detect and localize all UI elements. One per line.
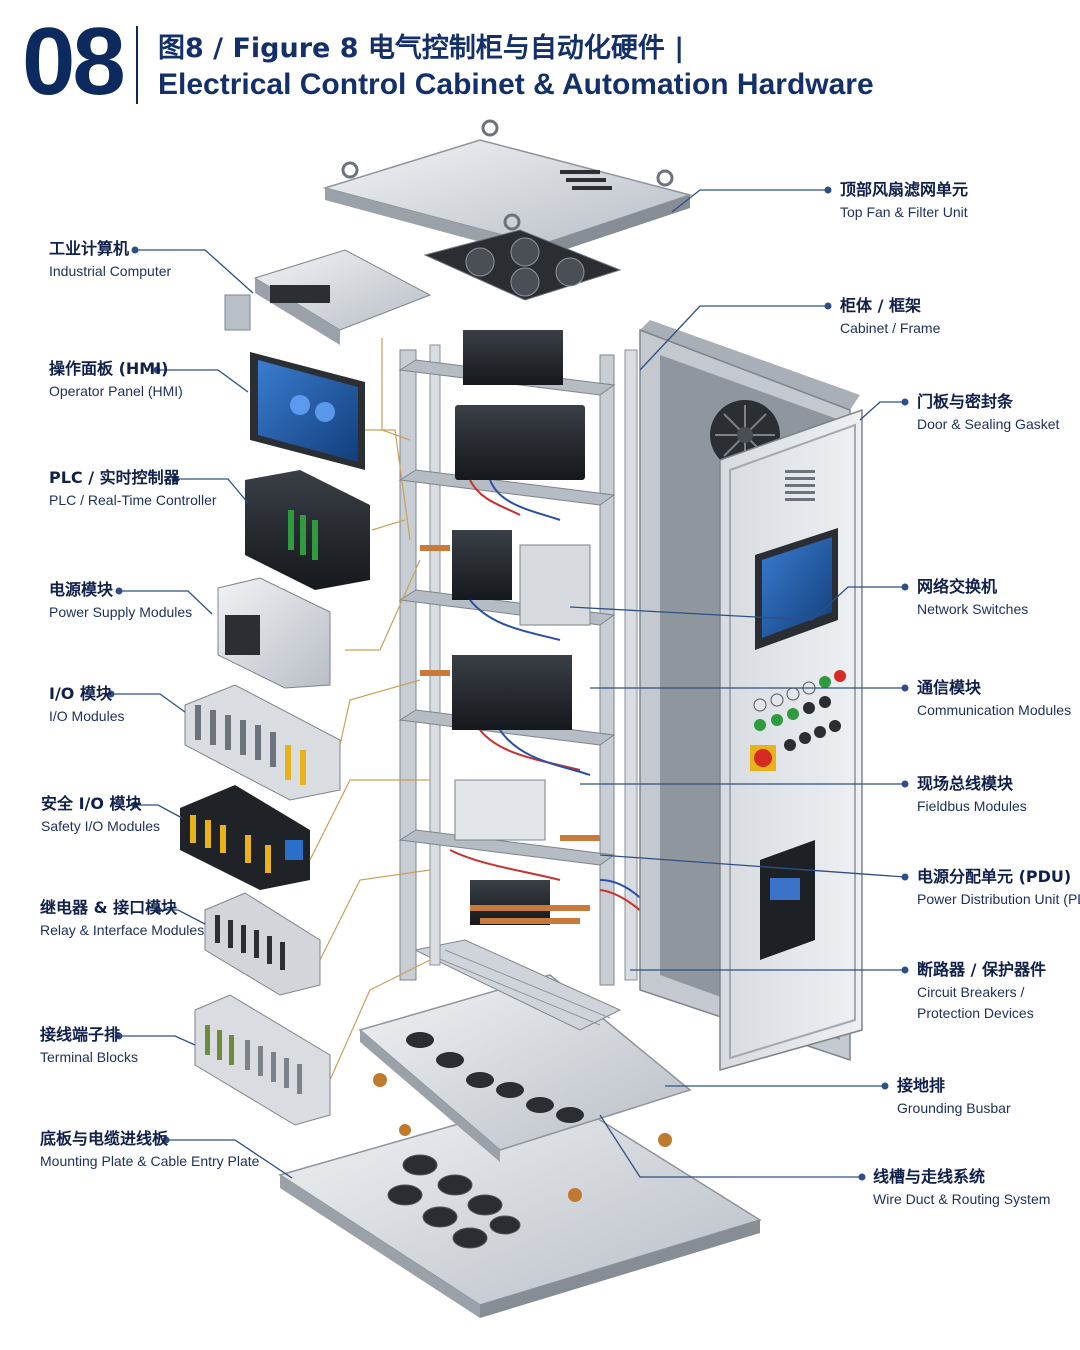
label-pdu-en: Power Distribution Unit (PDU) [917,891,1080,907]
label-industrial-computer-en: Industrial Computer [49,263,172,279]
figure-number: 08 [22,8,126,115]
label-mounting-plate-en: Mounting Plate & Cable Entry Plate [40,1153,260,1169]
leader-lines-left [111,249,293,1179]
label-wire-duct: 线槽与走线系统 Wire Duct & Routing System [873,1167,1050,1209]
rack-top-module [463,330,563,385]
leader-lines-right [569,189,906,1178]
label-power-supply: 电源模块 Power Supply Modules [49,580,192,622]
label-mounting-plate-cn: 底板与电缆进线板 [40,1129,169,1148]
label-cabinet-frame-cn: 柜体 / 框架 [840,296,921,315]
label-fieldbus-en: Fieldbus Modules [917,798,1027,814]
io-modules-device [184,684,341,801]
label-safety-io-en: Safety I/O Modules [41,818,161,834]
label-communication: 通信模块 Communication Modules [917,678,1071,720]
terminal-blocks-device [194,994,331,1126]
label-relay-interface: 继电器 & 接口模块 Relay & Interface Modules [40,898,204,940]
label-fieldbus: 现场总线模块 Fieldbus Modules [917,774,1027,816]
label-terminal-blocks-cn: 接线端子排 [40,1025,121,1044]
label-network-switches: 网络交换机 Network Switches [917,577,1028,619]
label-communication-cn: 通信模块 [917,678,982,697]
label-operator-panel-en: Operator Panel (HMI) [49,383,183,399]
label-pdu-cn: 电源分配单元 (PDU) [917,867,1072,886]
emergency-stop-icon [750,745,776,771]
label-industrial-computer-cn: 工业计算机 [49,239,130,258]
wire-duct-tray [413,939,622,1031]
label-safety-io-cn: 安全 I/O 模块 [41,794,142,813]
label-plc-en: PLC / Real-Time Controller [49,492,217,508]
label-network-switches-cn: 网络交换机 [917,577,998,596]
label-io-modules-en: I/O Modules [49,708,125,724]
label-communication-en: Communication Modules [917,702,1072,718]
label-wire-duct-en: Wire Duct & Routing System [873,1191,1051,1207]
label-relay-interface-en: Relay & Interface Modules [40,922,205,938]
plc-device [245,470,370,590]
label-relay-interface-cn: 继电器 & 接口模块 [40,898,178,917]
power-supply-device [217,577,331,689]
label-door-gasket: 门板与密封条 Door & Sealing Gasket [917,392,1059,434]
label-power-supply-cn: 电源模块 [49,580,114,599]
main-breaker-handle [760,840,815,960]
figure-header: 08 图8 / Figure 8 电气控制柜与自动化硬件 | Electrica… [0,0,1080,120]
cable-entry-plate [358,974,692,1202]
label-network-switches-en: Network Switches [917,601,1029,617]
relay-interface-device [204,892,321,996]
top-fan-filter-unit [322,119,693,301]
label-cabinet-frame: 柜体 / 框架 Cabinet / Frame [840,296,940,338]
label-plc-cn: PLC / 实时控制器 [49,468,180,487]
label-circuit-breakers-en-line2: Protection Devices [917,1005,1034,1021]
door-hmi-screen [755,528,838,650]
label-io-modules: I/O 模块 I/O Modules [49,684,124,726]
leader-dots-left [107,246,179,1144]
label-top-fan-en: Top Fan & Filter Unit [840,204,968,220]
label-safety-io: 安全 I/O 模块 Safety I/O Modules [41,794,160,836]
label-cabinet-frame-en: Cabinet / Frame [840,320,941,336]
label-terminal-blocks: 接线端子排 Terminal Blocks [40,1025,138,1067]
label-industrial-computer: 工业计算机 Industrial Computer [49,239,171,281]
label-circuit-breakers-en: Circuit Breakers / [917,984,1025,1000]
label-top-fan: 顶部风扇滤网单元 Top Fan & Filter Unit [840,180,968,222]
label-circuit-breakers-cn: 断路器 / 保护器件 [917,960,1046,979]
cabinet-door [719,408,863,1071]
label-grounding-cn: 接地排 [897,1076,946,1095]
label-door-gasket-cn: 门板与密封条 [917,392,1014,411]
safety-io-device [180,785,310,890]
copper-busbars [420,545,600,924]
door-selector-switches [784,720,841,751]
label-io-modules-cn: I/O 模块 [49,684,112,703]
title-chinese: 图8 / Figure 8 电气控制柜与自动化硬件 | [158,33,685,64]
label-top-fan-cn: 顶部风扇滤网单元 [840,180,969,199]
label-grounding: 接地排 Grounding Busbar [897,1076,1011,1118]
leader-dots-right [824,186,909,1181]
label-pdu: 电源分配单元 (PDU) Power Distribution Unit (PD… [917,867,1080,909]
industrial-computer-device [224,249,432,345]
cabinet-rack-frame [398,330,706,986]
label-terminal-blocks-en: Terminal Blocks [40,1049,139,1065]
rack-modules [452,405,591,925]
label-mounting-plate: 底板与电缆进线板 Mounting Plate & Cable Entry Pl… [40,1129,259,1171]
label-plc: PLC / 实时控制器 PLC / Real-Time Controller [49,468,217,510]
label-door-gasket-en: Door & Sealing Gasket [917,416,1060,432]
label-operator-panel: 操作面板 (HMI) Operator Panel (HMI) [49,359,183,401]
label-operator-panel-cn: 操作面板 (HMI) [49,359,169,378]
label-power-supply-en: Power Supply Modules [49,604,193,620]
hmi-panel-device [250,352,365,470]
label-wire-duct-cn: 线槽与走线系统 [873,1167,986,1186]
header-divider [136,26,138,104]
label-fieldbus-cn: 现场总线模块 [917,774,1014,793]
label-grounding-en: Grounding Busbar [897,1100,1011,1116]
door-vent-grille [785,470,815,501]
label-circuit-breakers: 断路器 / 保护器件 Circuit Breakers / Protection… [917,960,1046,1023]
title-english: Electrical Control Cabinet & Automation … [158,68,874,101]
